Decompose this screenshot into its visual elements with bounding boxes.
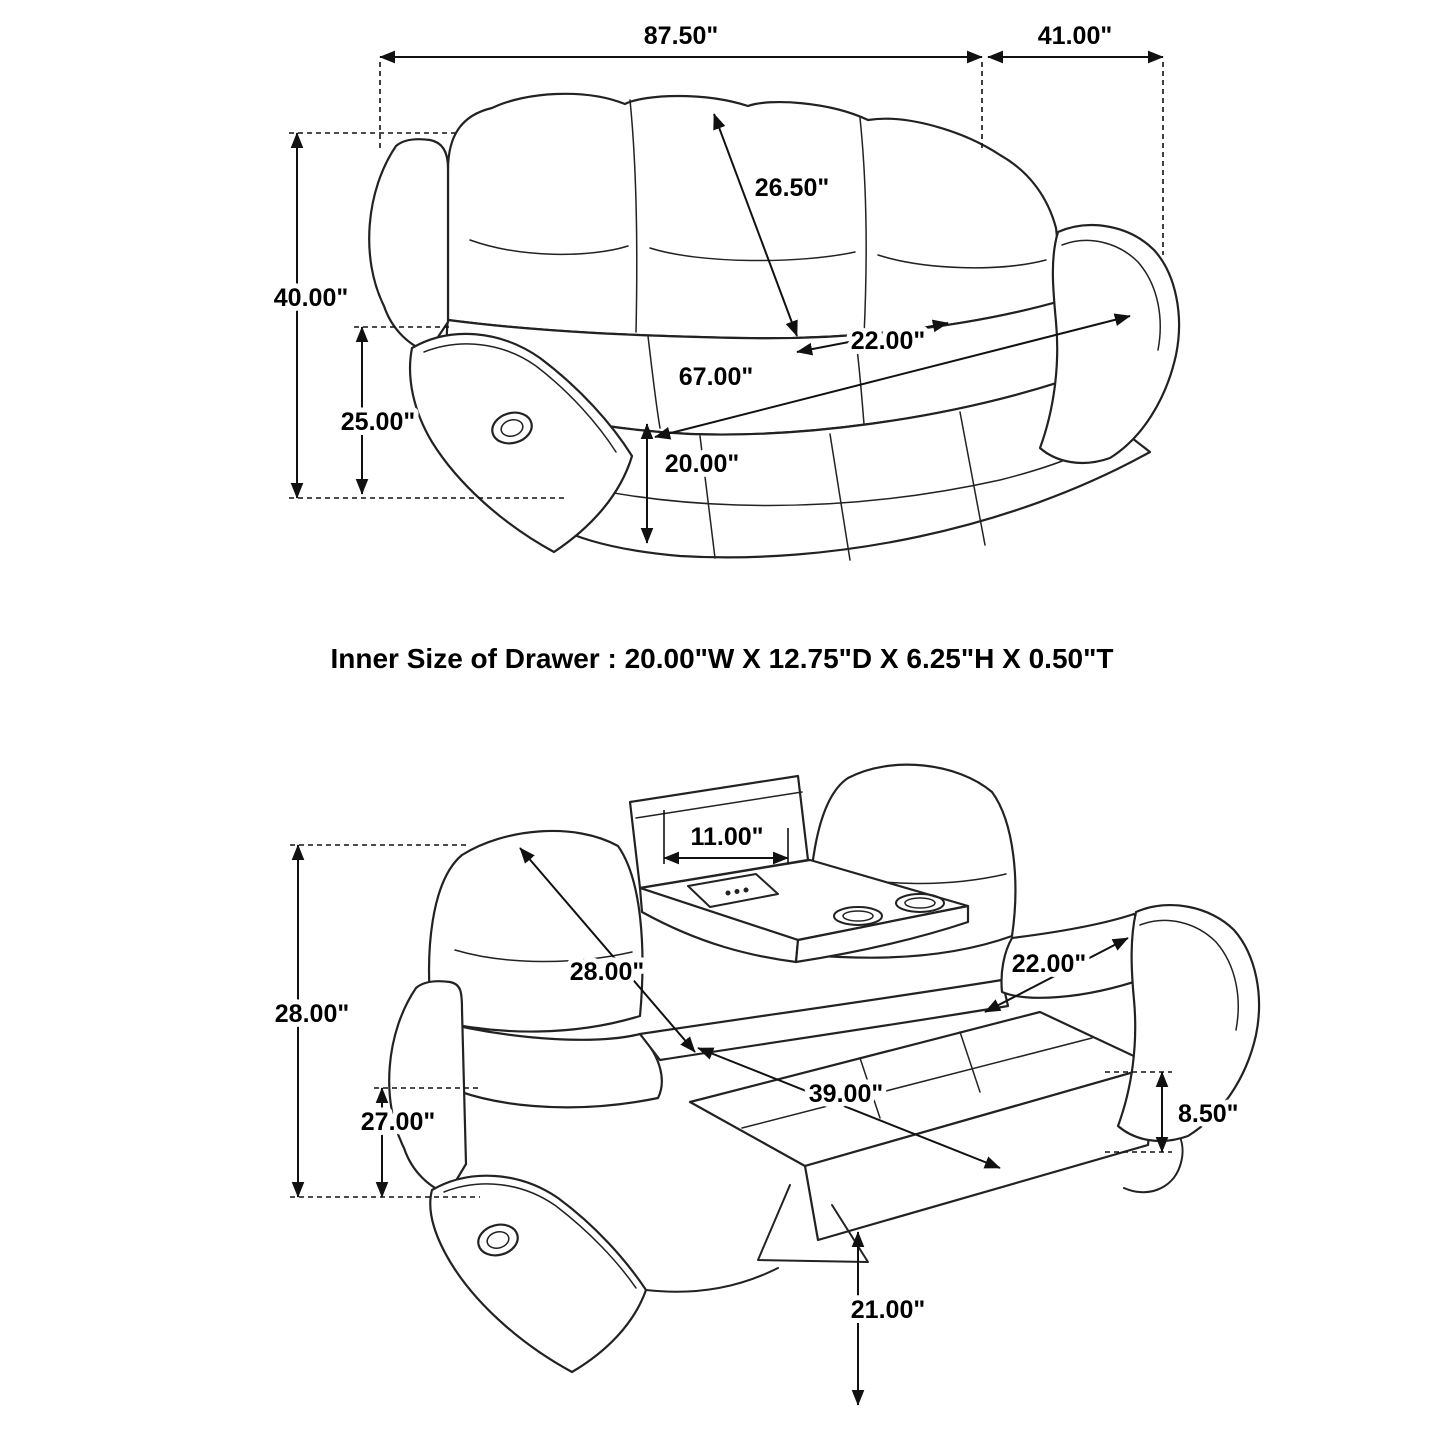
reclined-dimensions: 28.00" 27.00" 28.00" 11.00" 22.00" 39.00… [270,810,1244,1406]
reclined-right-arm [1116,904,1261,1143]
recliner-handle-icon [491,411,533,445]
sofa-right-arm [1038,224,1181,465]
dim-label-footrest-thickness: 8.50" [1178,1100,1239,1128]
sofa-left-wing [368,138,450,354]
upright-dimensions: 87.50" 41.00" 40.00" 25.00" 26.50" 22.00… [269,17,1164,544]
cupholder-icon [833,906,883,926]
dim-arrow-seat-width [654,313,1131,440]
dim-label-overall-height: 40.00" [274,284,348,312]
sofa-reclined-drawing [388,763,1261,1374]
console-tray [687,873,779,908]
dim-label-overall-depth: 41.00" [1038,22,1112,50]
dim-label-back-height: 26.50" [755,174,829,202]
dim-arrow-back-height [713,113,798,337]
sofa-upright-drawing [368,92,1181,561]
dim-label-console-width: 11.00" [690,823,763,851]
dim-arrow-back-diagonal [519,847,696,1053]
dim-label-seat-height: 20.00" [665,450,739,478]
dim-label-reclined-seat-depth: 22.00" [1012,950,1086,978]
sofa-left-arm [408,332,634,554]
dim-label-seat-width: 67.00" [679,363,753,391]
drawer-size-note: Inner Size of Drawer : 20.00"W X 12.75"D… [331,643,1114,674]
dim-label-overall-width: 87.50" [644,22,718,50]
dim-label-back-clearance: 27.00" [361,1108,435,1136]
dim-label-reclined-height: 28.00" [275,1000,349,1028]
dim-label-footrest-floor-gap: 21.00" [851,1296,925,1324]
sofa-backrest [446,92,1066,340]
dim-label-back-diagonal: 28.00" [570,958,644,986]
cupholder-icon [895,893,945,913]
dim-arrow-reclined-seat-depth [984,937,1129,1013]
dim-label-arm-height: 25.00" [341,408,415,436]
dim-arrow-recline-extension [697,1047,1001,1169]
recliner-handle-icon [477,1223,519,1257]
reclined-left-wing [388,980,468,1196]
reclined-left-arm [429,1174,648,1374]
dim-label-seat-depth: 22.00" [851,327,925,355]
dim-label-recline-extension: 39.00" [809,1080,883,1108]
